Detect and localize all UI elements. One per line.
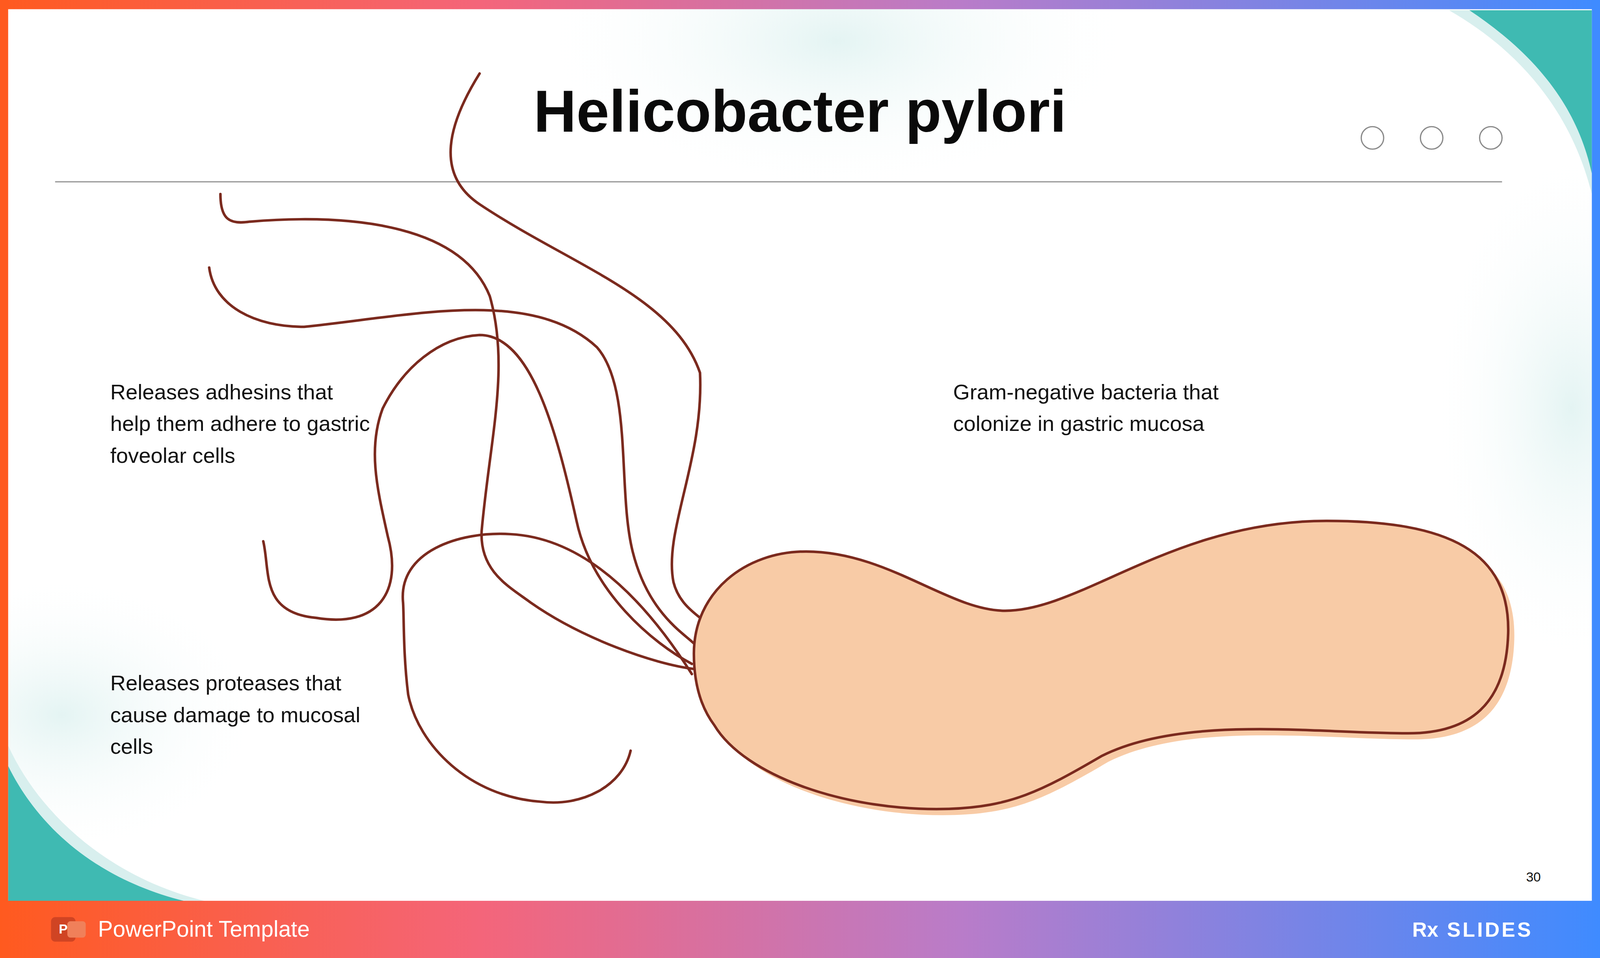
divider-line bbox=[55, 181, 1503, 183]
bacterium-body bbox=[693, 520, 1509, 809]
slide-title: Helicobacter pylori bbox=[289, 75, 1310, 147]
footer-text: PowerPoint Template bbox=[98, 914, 425, 944]
powerpoint-icon bbox=[67, 920, 86, 938]
left-bar bbox=[0, 0, 9, 958]
note-text: Gram-negative bacteria that colonize in … bbox=[952, 375, 1290, 440]
note-text: Releases proteases that cause damage to … bbox=[110, 666, 386, 762]
decor-circle bbox=[1420, 126, 1443, 149]
top-bar bbox=[0, 0, 1600, 10]
logo-mark: Rx bbox=[1412, 914, 1450, 944]
note-text: Releases adhesins that help them adhere … bbox=[110, 375, 376, 471]
logo-text: SLIDES bbox=[1447, 914, 1560, 944]
footer-bar bbox=[0, 900, 1600, 958]
slide-number: 30 bbox=[1499, 868, 1541, 886]
decor-circle bbox=[1361, 126, 1384, 149]
flagellum bbox=[402, 533, 693, 802]
corner-shape bbox=[1469, 10, 1593, 174]
right-bar bbox=[1591, 0, 1600, 958]
corner-shape bbox=[8, 765, 184, 901]
corner-shape bbox=[8, 745, 205, 901]
flagellum bbox=[450, 73, 704, 622]
icon-letter: P bbox=[53, 919, 73, 939]
corner-shape bbox=[1449, 10, 1593, 194]
decor-circle bbox=[1479, 126, 1502, 149]
